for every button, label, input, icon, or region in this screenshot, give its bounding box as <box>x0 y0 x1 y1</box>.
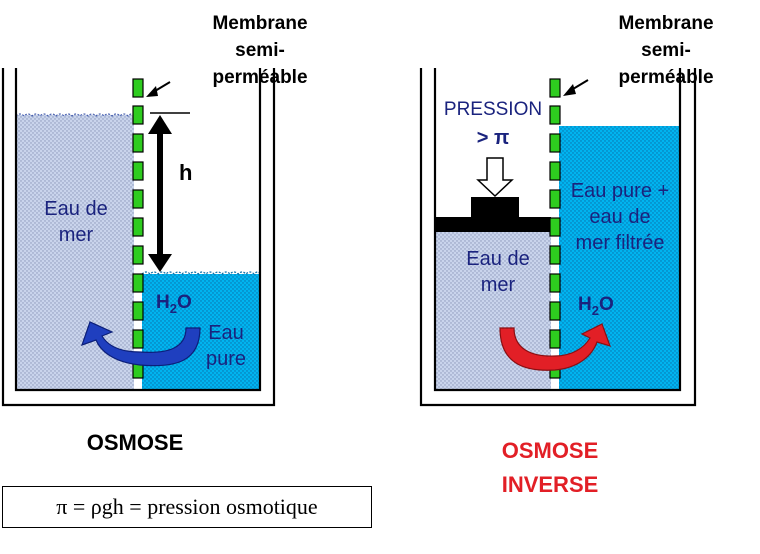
right-title-line2: INVERSE <box>501 472 599 497</box>
left-membrane-label-line2: semi-perméable <box>212 40 308 88</box>
filtered-water-label-line1: Eau pure + <box>570 180 670 202</box>
left-title: OSMOSE <box>86 430 184 455</box>
right-membrane-label: Membrane semi-perméable <box>596 10 736 91</box>
height-label: h <box>179 160 193 185</box>
left-h2o-o: O <box>176 292 192 313</box>
left-sea-water-label: Eau de mer <box>28 196 124 248</box>
pressure-label-line1: PRESSION <box>443 99 543 120</box>
right-sea-water-label-line2: mer <box>480 274 516 296</box>
left-h2o-label: H2O <box>156 292 192 316</box>
right-h2o-o: O <box>598 294 614 315</box>
left-pure-water-label: Eau pure <box>198 320 254 372</box>
left-container <box>1 68 276 407</box>
filtered-water-label-line2: eau de <box>589 206 651 228</box>
left-h2o-sub: 2 <box>169 300 177 316</box>
formula-box: π = ρgh = pression osmotique <box>2 486 372 528</box>
left-blue-flow-arrow <box>81 321 201 367</box>
left-h2o-h: H <box>156 292 170 313</box>
right-h2o-label: H2O <box>578 294 614 318</box>
formula-text: π = ρgh = pression osmotique <box>56 494 318 519</box>
left-pure-wave <box>141 271 261 275</box>
left-sea-water <box>16 115 134 389</box>
right-membrane-label-line1: Membrane <box>618 13 714 34</box>
right-container <box>419 68 697 407</box>
pressure-label: PRESSION > π <box>438 96 548 152</box>
right-sea-water-label: Eau de mer <box>450 246 546 298</box>
left-pure-water-label-line2: pure <box>205 348 247 370</box>
right-h2o-sub: 2 <box>591 302 599 318</box>
right-title: OSMOSE INVERSE <box>480 434 620 502</box>
left-sea-water-label-line2: mer <box>58 224 94 246</box>
filtered-water-label-line3: mer filtrée <box>575 232 665 254</box>
right-membrane-pointer-arrow <box>563 79 589 96</box>
left-pure-water-label-line1: Eau <box>208 322 244 344</box>
right-title-line1: OSMOSE <box>501 438 599 463</box>
right-beaker <box>419 68 697 407</box>
pressure-arrow <box>476 157 514 198</box>
left-pure-water <box>142 274 260 389</box>
height-arrow <box>148 112 190 272</box>
piston <box>435 197 551 232</box>
right-h2o-h: H <box>578 294 592 315</box>
right-membrane <box>549 78 561 379</box>
left-membrane-label: Membrane semi-perméable <box>190 10 330 91</box>
right-sea-water-label-line1: Eau de <box>466 248 530 270</box>
left-membrane <box>132 78 144 379</box>
left-membrane-label-line1: Membrane <box>212 13 308 34</box>
pressure-label-line2: > π <box>476 127 510 149</box>
left-beaker <box>1 68 276 407</box>
right-red-flow-arrow <box>499 323 611 371</box>
left-sea-wave <box>15 113 135 117</box>
right-pure-water <box>559 126 680 389</box>
left-sea-water-label-line1: Eau de <box>44 198 108 220</box>
left-membrane-pointer-arrow <box>146 81 171 97</box>
right-membrane-label-line2: semi-perméable <box>618 40 714 88</box>
filtered-water-label: Eau pure + eau de mer filtrée <box>562 178 678 256</box>
